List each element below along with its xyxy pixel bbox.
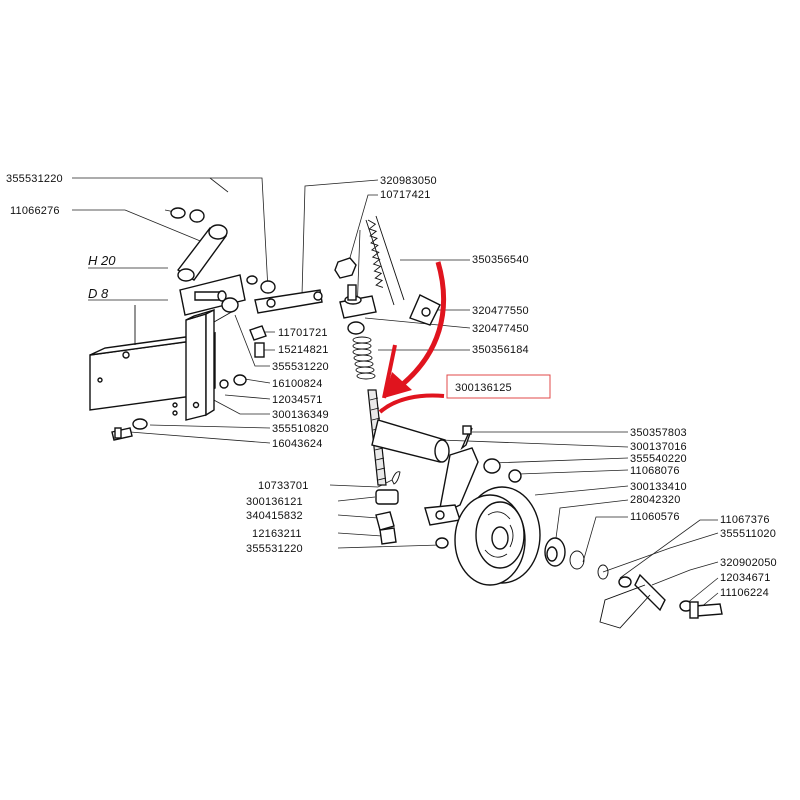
highlight-arrow-bottom — [378, 393, 445, 414]
spring-shaft-assembly — [334, 215, 450, 545]
annotation-d8: D 8 — [88, 286, 109, 301]
part-label: 28042320 — [630, 494, 681, 506]
part-label: 355511020 — [720, 528, 776, 540]
part-label: 11701721 — [278, 327, 328, 339]
part-label: 300136349 — [272, 409, 329, 421]
highlight-stem — [382, 344, 397, 399]
highlight-arrowhead-top — [384, 372, 412, 398]
long-spring — [365, 215, 405, 306]
part-label: 350356184 — [472, 344, 529, 356]
highlight-markers — [378, 261, 551, 414]
part-label: 355531220 — [246, 543, 303, 555]
annotation-h20: H 20 — [88, 253, 116, 268]
highlight-arrow-top — [396, 261, 446, 390]
part-label: 355531220 — [6, 173, 63, 185]
part-label: 11106224 — [720, 587, 769, 599]
part-label: 11060576 — [630, 511, 680, 523]
part-label: 355510820 — [272, 423, 329, 435]
part-label: 300136121 — [246, 496, 303, 508]
part-label: 320477450 — [472, 323, 529, 335]
part-label: 12163211 — [252, 528, 302, 540]
part-label: 300137016 — [630, 441, 687, 453]
part-label: 350357803 — [630, 427, 687, 439]
short-spring — [352, 336, 376, 380]
part-label: 300133410 — [630, 481, 687, 493]
part-label: 15214821 — [278, 344, 329, 356]
highlight-label-box — [446, 374, 551, 399]
part-label: 11068076 — [630, 465, 680, 477]
part-label: 16043624 — [272, 438, 323, 450]
part-label: 340415832 — [246, 510, 303, 522]
part-label: 11066276 — [10, 205, 60, 217]
part-labels-right: 320983050 10717421 350356540 320477550 3… — [380, 175, 777, 599]
part-label: 16100824 — [272, 378, 323, 390]
part-label: 350356540 — [472, 254, 529, 266]
part-label: 320902050 — [720, 557, 777, 569]
wheel-assembly — [424, 425, 723, 629]
part-label: 10733701 — [258, 480, 309, 492]
part-label: 10717421 — [380, 189, 431, 201]
part-label: 11067376 — [720, 514, 770, 526]
part-label: 320983050 — [380, 175, 437, 187]
part-label: 12034671 — [720, 572, 771, 584]
frame-bracket — [89, 224, 246, 421]
left-hardware — [111, 207, 323, 441]
part-labels-left: 355531220 11066276 11701721 15214821 355… — [6, 173, 329, 555]
part-label: 320477550 — [472, 305, 529, 317]
highlighted-part-label: 300136125 — [455, 382, 512, 394]
part-label: 355531220 — [272, 361, 329, 373]
part-label: 12034571 — [272, 394, 323, 406]
part-label: 355540220 — [630, 453, 687, 465]
